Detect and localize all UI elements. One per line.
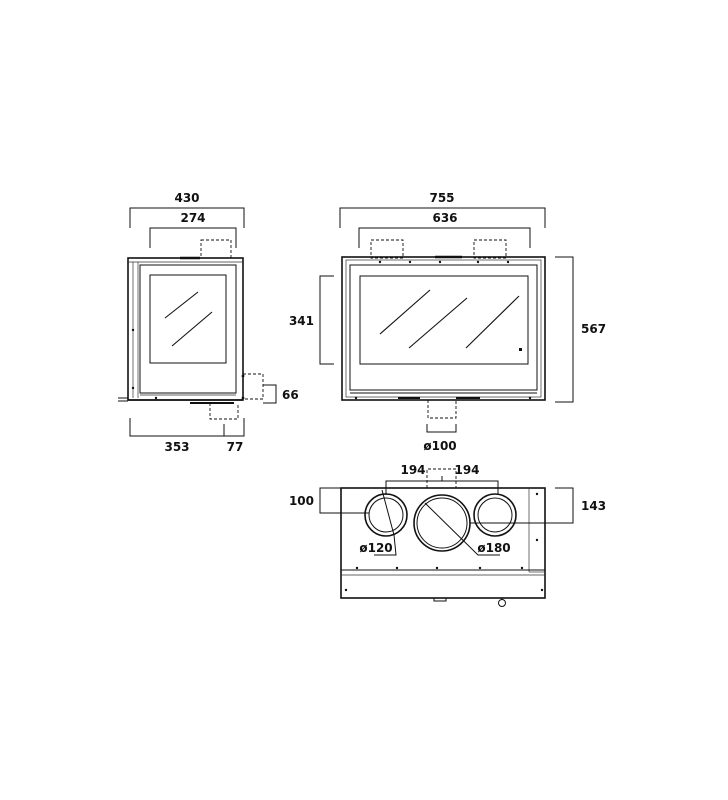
top-duct-small-label: ø120 — [359, 541, 392, 555]
front-glass-height-label: 341 — [289, 314, 314, 328]
front-height-label: 567 — [581, 322, 606, 336]
side-door-frame — [139, 264, 237, 394]
top-duct-small-callout: ø120 — [359, 489, 397, 556]
front-width-dimension: 755 — [339, 191, 546, 228]
front-view: 755 636 — [289, 191, 606, 453]
side-depth-dimension: 353 77 — [129, 418, 245, 454]
top-view: 194 194 — [289, 463, 606, 607]
side-depth-label: 353 — [164, 440, 189, 454]
front-top-flue-right — [473, 239, 507, 259]
top-duct-right — [473, 493, 517, 537]
top-spacing-left-label: 194 — [400, 463, 425, 477]
side-height-label: 66 — [282, 388, 299, 402]
side-width-label: 430 — [174, 191, 199, 205]
front-top-flue-left — [370, 239, 404, 259]
front-glass-height-dimension: 341 — [289, 275, 334, 365]
side-inner-width-label: 274 — [180, 211, 205, 225]
side-height-dimension: 66 — [263, 384, 299, 404]
side-rear-flue-outline — [243, 373, 264, 400]
top-spacing-dimension: 194 194 — [385, 463, 499, 495]
front-door-glass — [359, 275, 529, 365]
top-depth-left-label: 100 — [289, 494, 314, 508]
top-depth-right-dimension: 143 — [470, 487, 606, 524]
top-depth-right-label: 143 — [581, 499, 606, 513]
top-depth-left-dimension: 100 — [289, 487, 369, 514]
front-width-label: 755 — [429, 191, 454, 205]
front-outlet-dimension: ø100 — [423, 424, 457, 453]
front-door-frame — [349, 264, 538, 391]
front-outlet-label: ø100 — [423, 439, 456, 453]
top-duct-left — [364, 493, 408, 537]
top-center-flue-outline — [426, 468, 457, 488]
side-width-dimension: 430 — [129, 191, 245, 228]
front-bottom-flue-outline — [427, 400, 457, 419]
front-inner-width-label: 636 — [432, 211, 457, 225]
side-bottom-flue-outline — [209, 403, 239, 420]
side-top-flue-outline — [200, 239, 232, 259]
side-view: 430 274 — [118, 191, 299, 454]
side-offset-label: 77 — [227, 440, 244, 454]
side-inner-width-dimension: 274 — [149, 211, 237, 248]
top-spacing-right-label: 194 — [454, 463, 479, 477]
top-duct-large-callout: ø180 — [424, 502, 511, 556]
side-door-glass — [149, 274, 227, 364]
front-height-dimension: 567 — [555, 256, 606, 403]
top-duct-center — [413, 494, 471, 552]
front-body-outline — [341, 256, 546, 401]
top-duct-large-label: ø180 — [477, 541, 510, 555]
front-inner-width-dimension: 636 — [358, 211, 531, 248]
